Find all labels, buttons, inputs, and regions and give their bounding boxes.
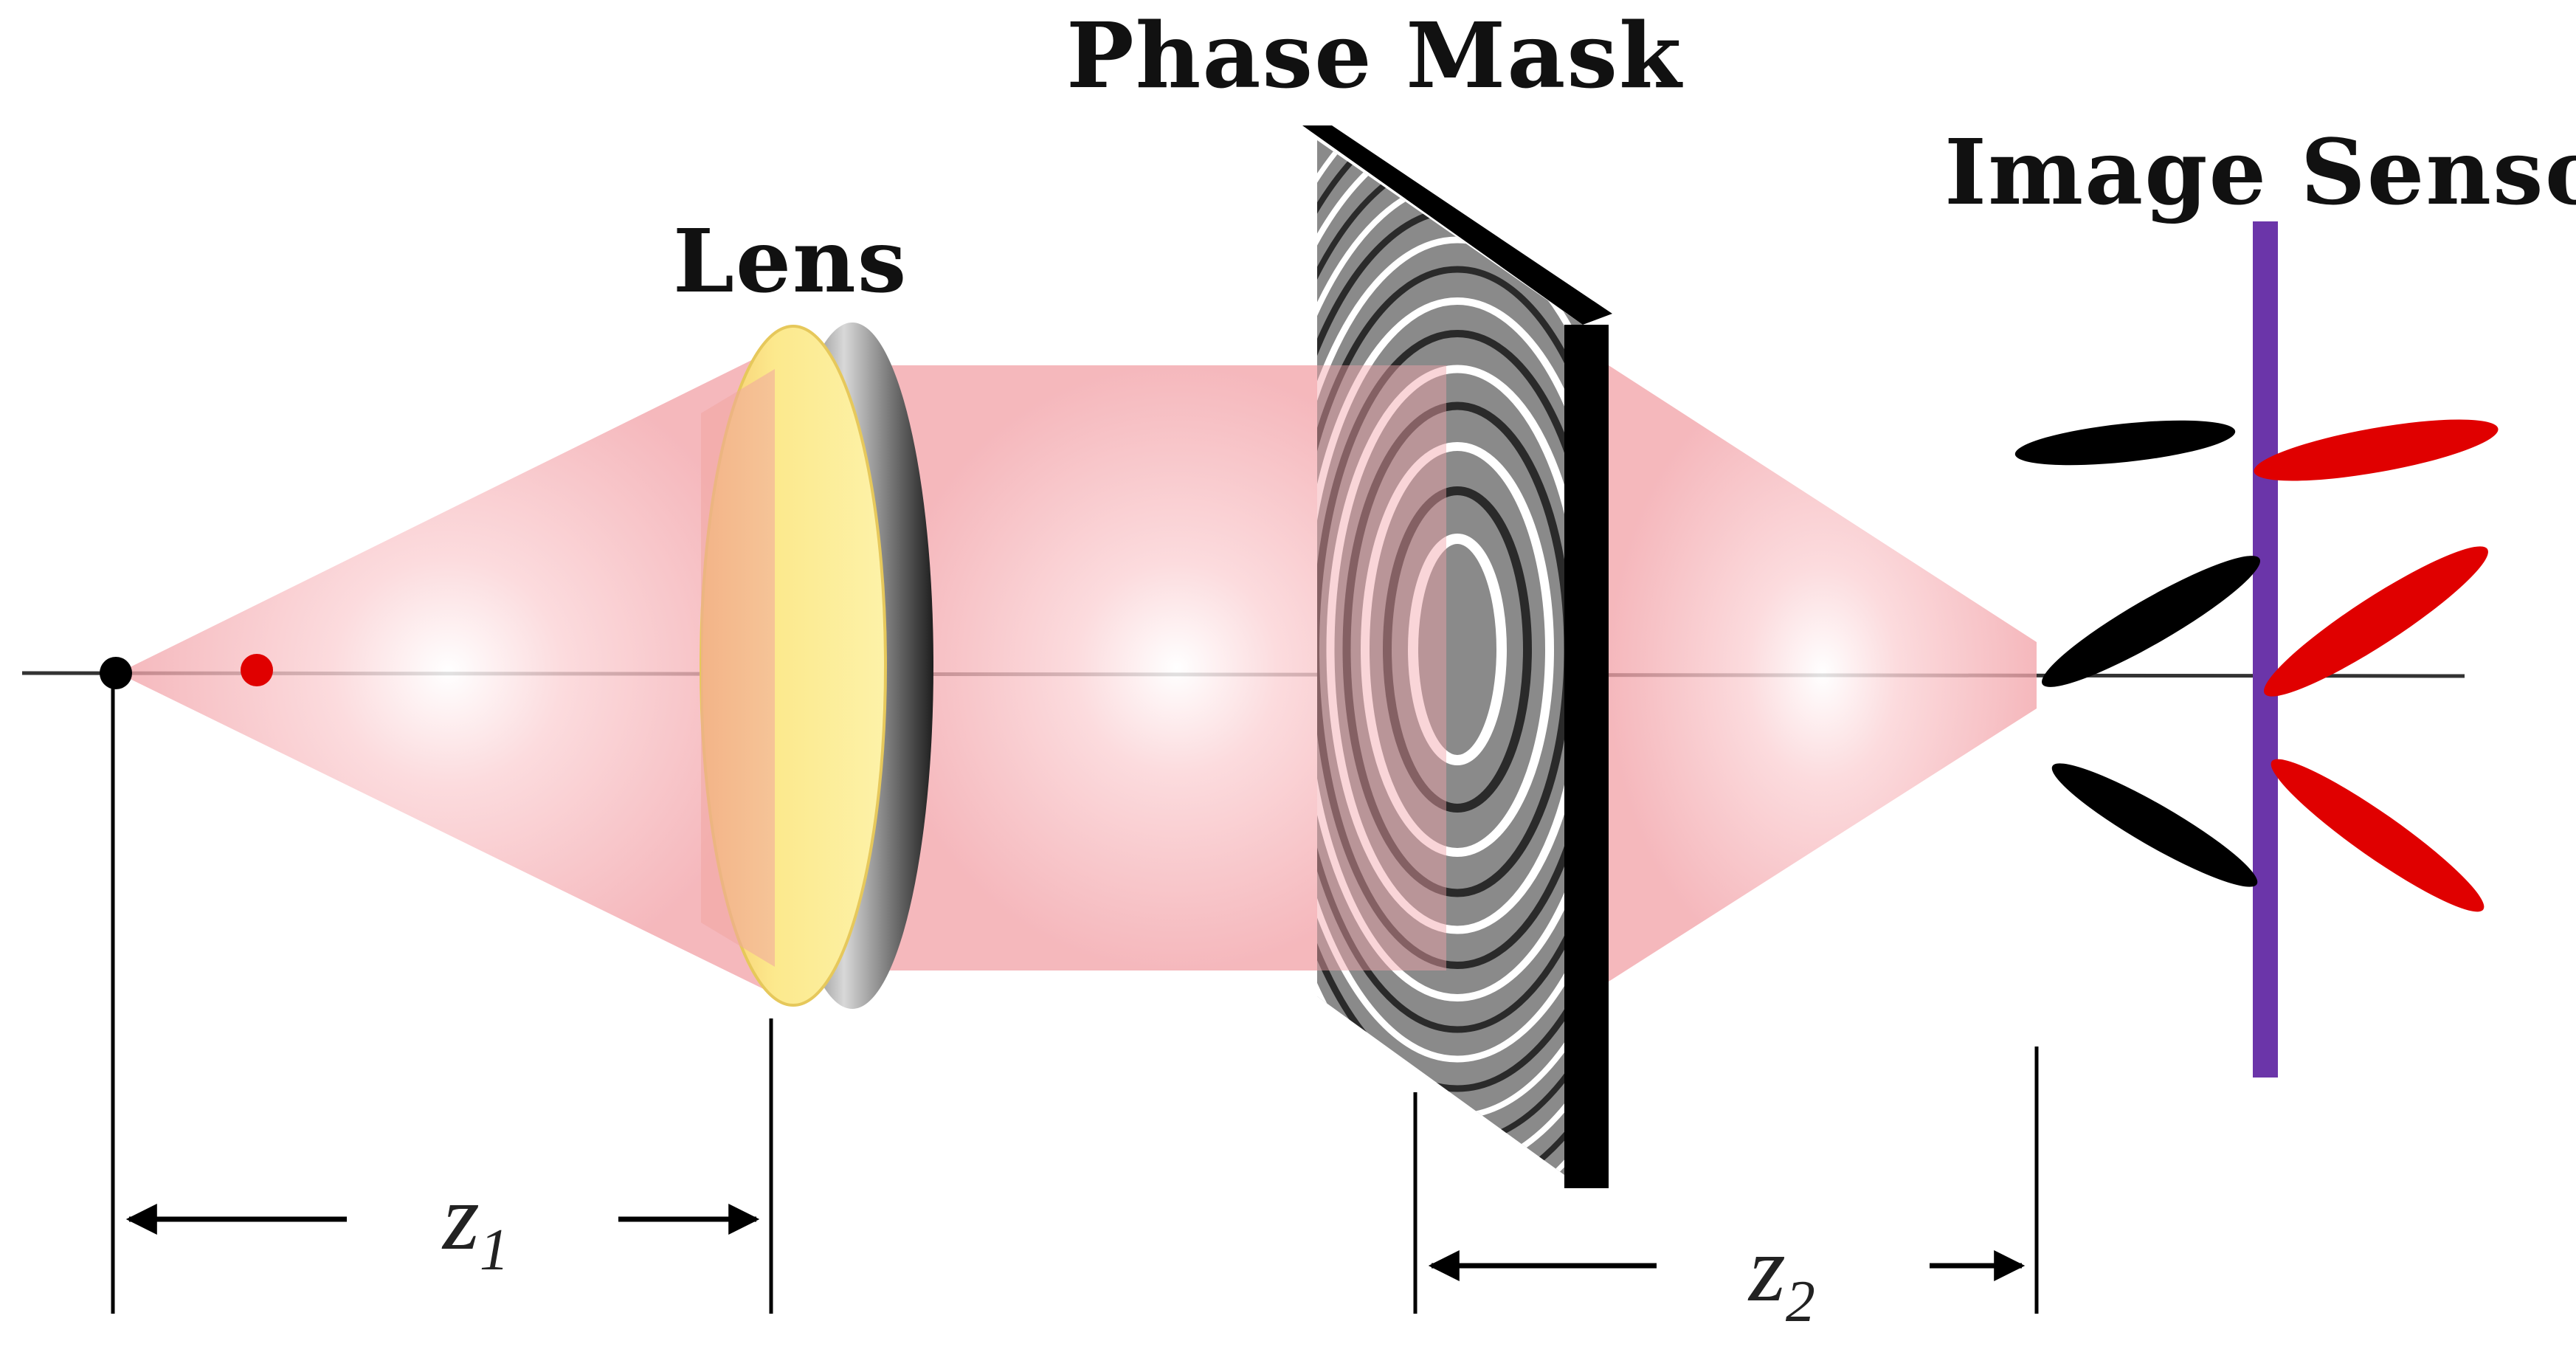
psf-black-middle [2042,556,2260,687]
image-sensor-bar [2253,221,2278,1078]
label-lens: Lens [673,210,908,312]
phase-mask-beam-overlay [1317,365,1446,970]
psf-red-middle [2264,546,2488,697]
z1-symbol: z [443,1165,480,1269]
psf-red-bottom [2271,759,2485,912]
label-image-sensor: Image Sensor [1944,119,2576,225]
z2-subscript: 2 [1785,1269,1815,1334]
psf-red-top [2254,419,2499,481]
z1-subscript: 1 [479,1218,509,1283]
point-source-on-axis [100,657,132,689]
phase-mask-top-edge [1302,125,1612,325]
output-beam-cone [1609,365,2037,982]
z2-symbol: z [1749,1216,1786,1321]
label-z2: z2 [1749,1221,1815,1331]
psf-black-bottom [2051,763,2258,887]
psf-black-top [2014,420,2236,466]
lens-beam-overlay [701,369,775,967]
point-source-offset [241,654,273,686]
input-beam-cone [118,347,778,996]
label-z1: z1 [443,1170,509,1280]
lens [700,323,933,1009]
phase-mask-side-edge [1564,325,1609,1188]
label-phase-mask: Phase Mask [1066,2,1683,108]
